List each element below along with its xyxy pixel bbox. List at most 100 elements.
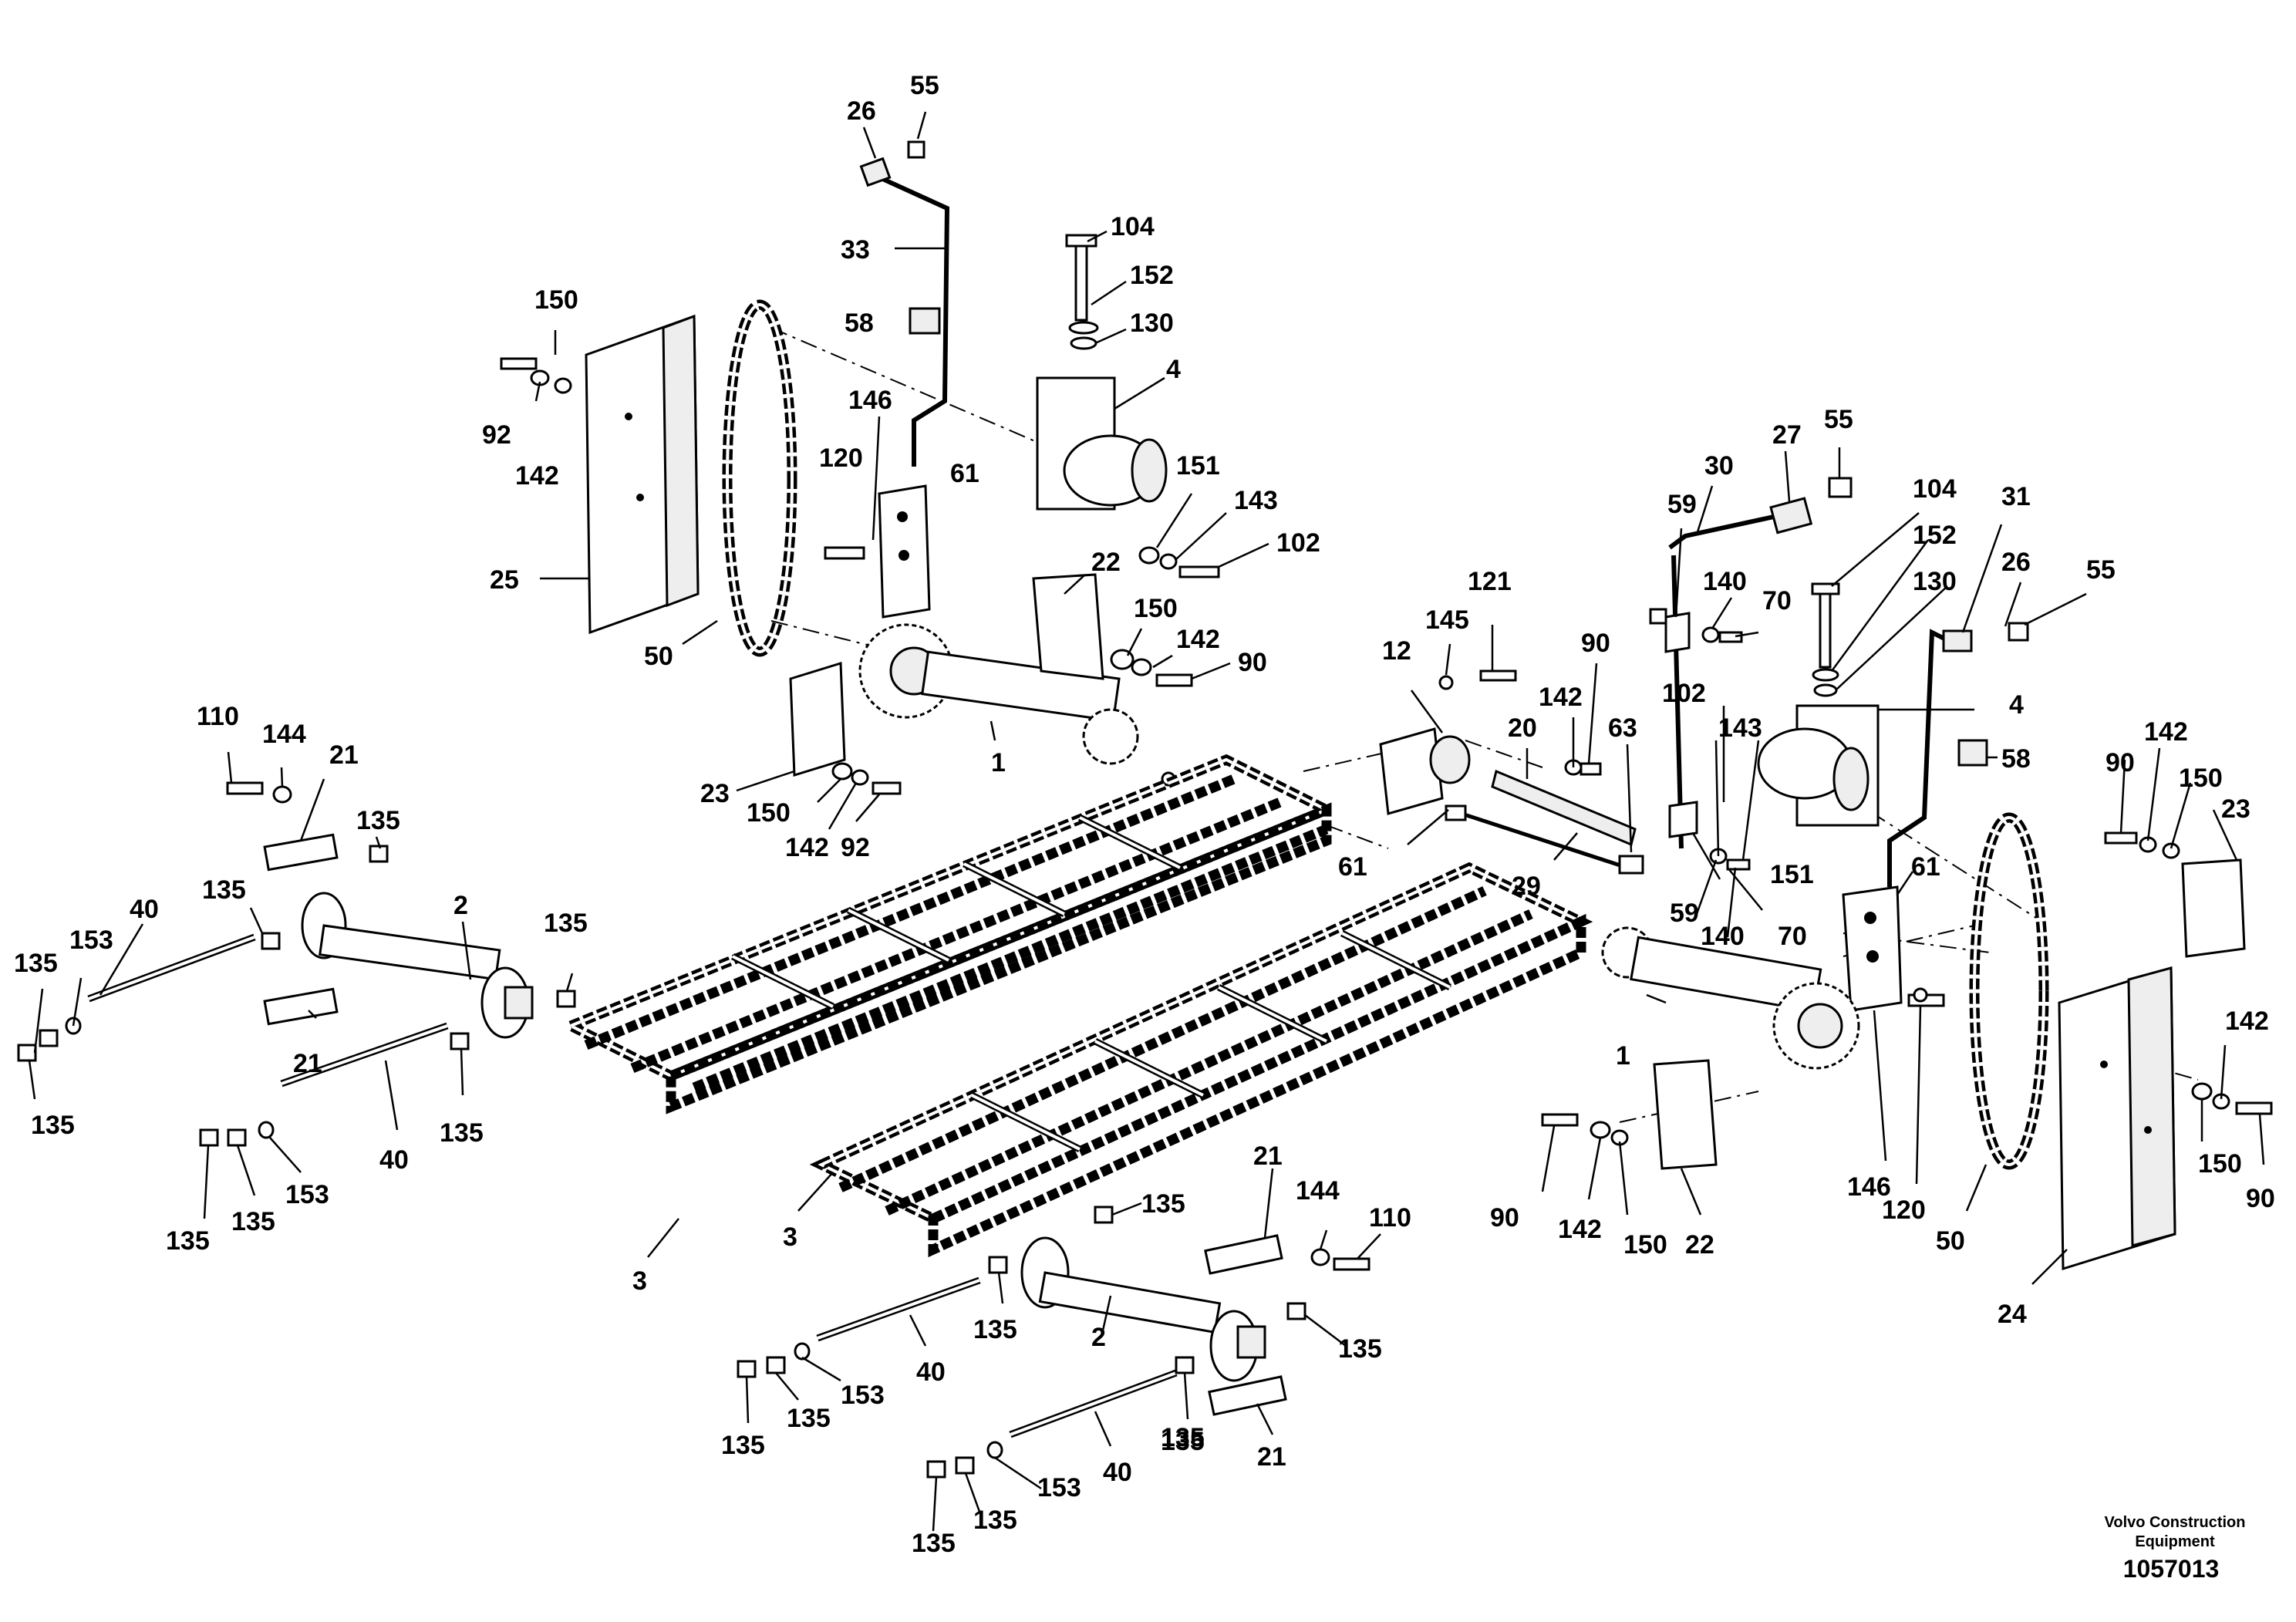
- callout-135-p: 135: [912, 1529, 956, 1558]
- callout-135: 135: [356, 806, 400, 835]
- callout-3-b: 3: [783, 1222, 797, 1252]
- callout-135-o: 135: [1161, 1423, 1205, 1452]
- leader-lines: [28, 111, 2265, 1532]
- callout-151-b: 151: [1770, 860, 1814, 889]
- callout-22: 22: [1091, 548, 1121, 577]
- callout-23: 23: [700, 779, 730, 808]
- callout-61: 61: [950, 459, 979, 488]
- callout-120: 120: [819, 443, 863, 473]
- idler-shaft-2-bottom: [737, 1206, 1371, 1479]
- callout-1-b: 1: [1616, 1041, 1630, 1071]
- callout-21-c: 21: [1253, 1141, 1283, 1171]
- callouts: 26 55 33 58 104 152 130 4 150 92 142 146…: [14, 71, 2275, 1558]
- callout-30: 30: [1704, 451, 1734, 481]
- shaft-1-upper: [921, 650, 1121, 723]
- callout-146-b: 146: [1847, 1172, 1891, 1202]
- callout-135-q: 135: [973, 1506, 1017, 1535]
- callout-135-b: 135: [202, 875, 246, 905]
- callout-121: 121: [1468, 567, 1512, 596]
- callout-143: 143: [1234, 486, 1278, 515]
- callout-135-j: 135: [973, 1315, 1017, 1344]
- callout-21: 21: [329, 740, 359, 770]
- callout-145: 145: [1425, 605, 1469, 635]
- callout-70-b: 70: [1778, 922, 1807, 951]
- callout-3: 3: [632, 1266, 647, 1296]
- callout-50-b: 50: [1936, 1226, 1965, 1256]
- callout-140-b: 140: [1701, 922, 1745, 951]
- callout-40-b: 40: [379, 1145, 409, 1175]
- callout-59-b: 59: [1670, 899, 1699, 928]
- callout-25: 25: [490, 565, 519, 595]
- callout-150: 150: [534, 285, 578, 315]
- idler-shaft-2-left: [17, 781, 576, 1147]
- callout-150-b: 150: [1134, 594, 1178, 623]
- callout-142-f: 142: [2225, 1007, 2269, 1036]
- callout-70: 70: [1762, 586, 1792, 615]
- callout-143-b: 143: [1718, 713, 1762, 743]
- callout-142-b: 142: [1176, 625, 1220, 654]
- callout-1: 1: [991, 748, 1006, 777]
- callout-152-b: 152: [1913, 521, 1957, 550]
- callout-104-b: 104: [1913, 474, 1957, 504]
- callout-135-l: 135: [721, 1431, 765, 1460]
- callout-24: 24: [1998, 1300, 2027, 1329]
- callout-150-c: 150: [747, 798, 791, 828]
- credit-block: Volvo Construction Equipment 1057013: [2105, 1514, 2246, 1583]
- callout-63: 63: [1608, 713, 1637, 743]
- callout-12: 12: [1382, 636, 1411, 666]
- callout-135-e: 135: [31, 1111, 75, 1140]
- callout-146: 146: [848, 386, 892, 415]
- callout-55-b: 55: [1824, 405, 1853, 434]
- callout-135-n: 135: [1161, 1427, 1205, 1456]
- callout-153-d: 153: [1037, 1473, 1081, 1502]
- callout-150-f: 150: [2198, 1149, 2242, 1179]
- callout-135-g: 135: [166, 1226, 210, 1256]
- callout-90: 90: [1238, 648, 1267, 677]
- document-number: 1057013: [2123, 1555, 2220, 1583]
- callout-135-h: 135: [231, 1207, 275, 1236]
- callout-102: 102: [1276, 528, 1320, 558]
- callout-102-b: 102: [1662, 679, 1706, 708]
- callout-104: 104: [1111, 212, 1155, 241]
- callout-151: 151: [1176, 451, 1220, 481]
- callout-150-e: 150: [1623, 1230, 1667, 1259]
- callout-130: 130: [1130, 309, 1174, 338]
- callout-31: 31: [2001, 482, 2031, 511]
- callout-92: 92: [482, 420, 511, 450]
- callout-135-m: 135: [787, 1404, 831, 1433]
- callout-21-d: 21: [1257, 1442, 1286, 1472]
- callout-61-b: 61: [1338, 852, 1367, 882]
- callout-153-b: 153: [285, 1180, 329, 1209]
- callout-153: 153: [69, 926, 113, 955]
- callout-92-b: 92: [841, 833, 870, 862]
- callout-90-d: 90: [1490, 1203, 1519, 1233]
- callout-21-b: 21: [293, 1049, 322, 1078]
- callout-140: 140: [1703, 567, 1747, 596]
- callout-150-d: 150: [2179, 764, 2223, 793]
- callout-33: 33: [841, 235, 870, 265]
- callout-135-d: 135: [14, 949, 58, 978]
- callout-142: 142: [515, 461, 559, 491]
- callout-55: 55: [910, 71, 939, 100]
- conveyor-chain-3-right: [809, 862, 1593, 1258]
- callout-90-b: 90: [1581, 629, 1610, 658]
- callout-40-c: 40: [916, 1357, 946, 1387]
- callout-58-b: 58: [2001, 744, 2031, 774]
- callout-110-b: 110: [1369, 1203, 1411, 1233]
- callout-142-g: 142: [1558, 1215, 1602, 1244]
- callout-2: 2: [453, 891, 468, 920]
- callout-23-b: 23: [2221, 794, 2250, 824]
- callout-142-c: 142: [785, 833, 829, 862]
- callout-135-c: 135: [544, 909, 588, 938]
- callout-40: 40: [130, 895, 159, 924]
- callout-135-i: 135: [1141, 1189, 1185, 1219]
- callout-40-d: 40: [1103, 1458, 1132, 1487]
- callout-90-e: 90: [2246, 1184, 2275, 1213]
- callout-20: 20: [1508, 713, 1537, 743]
- callout-135-f: 135: [440, 1118, 484, 1148]
- callout-50: 50: [644, 642, 673, 671]
- callout-144-b: 144: [1296, 1176, 1340, 1206]
- conveyor-chain-3-left: [558, 754, 1339, 1114]
- callout-135-k: 135: [1338, 1334, 1382, 1364]
- callout-59: 59: [1667, 490, 1697, 519]
